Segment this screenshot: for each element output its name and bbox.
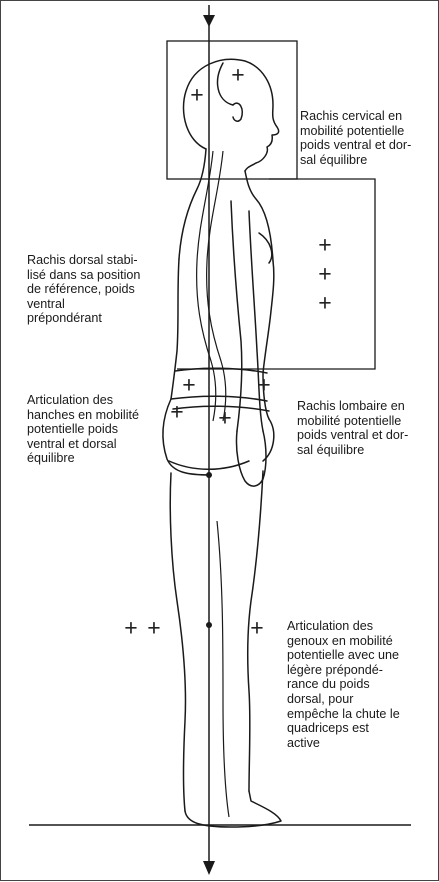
plus-marker: + [190, 84, 203, 107]
plus-marker: + [170, 401, 183, 424]
plus-marker: + [147, 617, 160, 640]
label-dorsal: Rachis dorsal stabi- lisé dans sa positi… [27, 253, 140, 326]
hip-pivot-dot [206, 472, 212, 478]
label-genoux: Articulation des genoux en mobilité pote… [287, 619, 400, 750]
plus-marker: + [318, 292, 331, 315]
plus-marker: + [250, 617, 263, 640]
knee-pivot-dot [206, 622, 212, 628]
label-cervical: Rachis cervical en mobilité potentielle … [300, 109, 411, 167]
body-silhouette [163, 59, 281, 827]
arrow-bottom [203, 861, 215, 875]
plus-marker: + [218, 407, 231, 430]
plus-marker: + [318, 234, 331, 257]
plus-marker: + [124, 617, 137, 640]
plus-marker: + [182, 374, 195, 397]
plus-marker: + [231, 64, 244, 87]
plus-marker: + [257, 374, 270, 397]
spine-lines [197, 151, 229, 817]
label-hanches: Articulation des hanches en mobilité pot… [27, 393, 139, 466]
arrow-top [203, 15, 215, 27]
label-lombaire: Rachis lombaire en mobilité potentielle … [297, 399, 408, 457]
plus-marker: + [318, 263, 331, 286]
